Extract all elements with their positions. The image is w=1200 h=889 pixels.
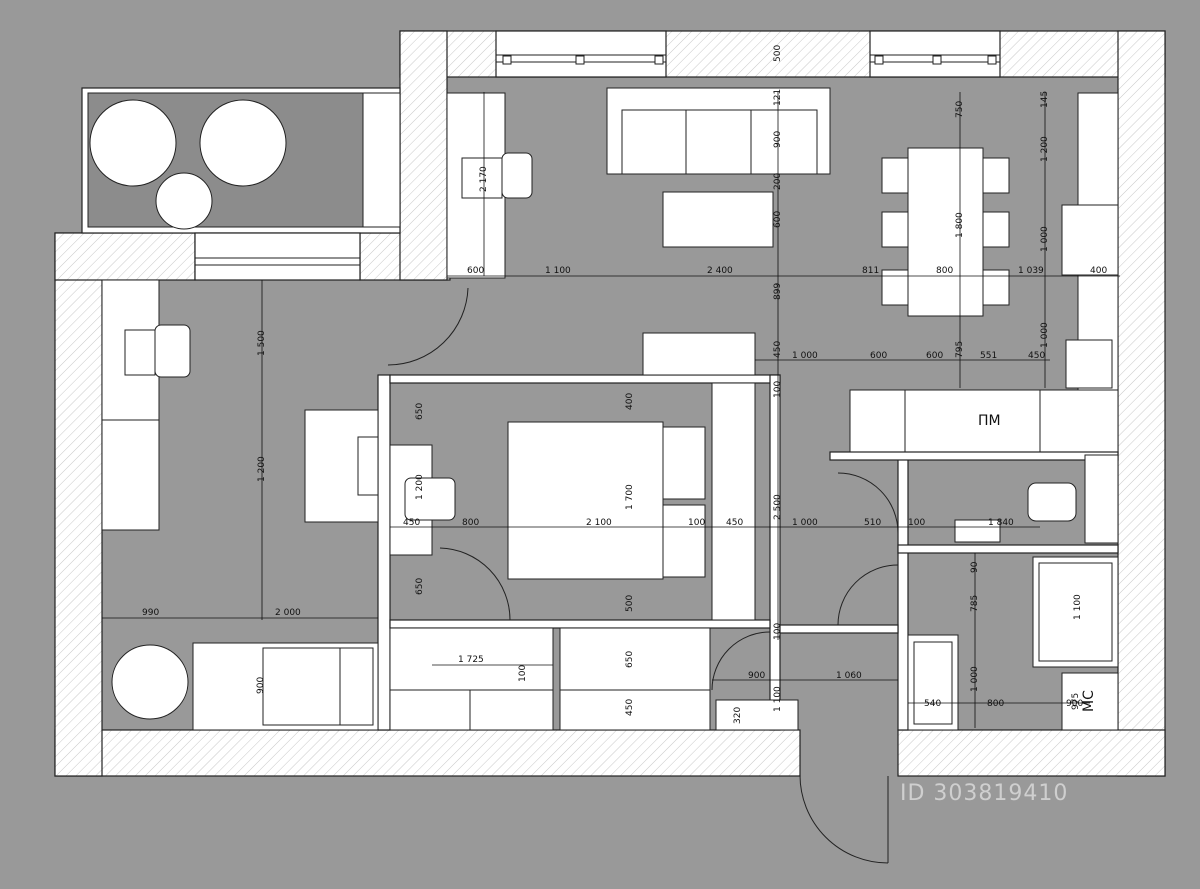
dim-label: 1 200 (415, 474, 425, 500)
dim-label: 2 500 (773, 494, 783, 520)
dim-label: 1 000 (792, 518, 818, 528)
exterior-walls (54, 30, 1166, 777)
dim-label: 1 100 (1073, 594, 1083, 620)
dim-label: 1 060 (836, 671, 862, 681)
dim-label: 551 (980, 351, 997, 361)
dim-label: 899 (773, 283, 783, 300)
dim-label: 900 (1066, 699, 1083, 709)
dim-label: 900 (748, 671, 765, 681)
dim-label: 600 (467, 266, 484, 276)
dim-label: 811 (862, 266, 879, 276)
bedroom-furniture (389, 332, 799, 731)
dim-label: 1 840 (988, 518, 1014, 528)
balcony (81, 87, 401, 281)
watermark: ID 303819410 (900, 781, 1068, 806)
dim-label: 650 (625, 651, 635, 668)
dim-label: 100 (773, 623, 783, 640)
dim-label: 1 200 (1040, 136, 1050, 162)
fridge-mark: ПМ (978, 413, 1001, 429)
dim-label: 600 (870, 351, 887, 361)
dim-label: 100 (773, 381, 783, 398)
dim-label: 510 (864, 518, 881, 528)
dim-label: 400 (1090, 266, 1107, 276)
door-swings (387, 287, 899, 864)
dim-label: 200 (773, 173, 783, 190)
dimension-labels: 500 121 900 200 600 750 145 1 200 1 000 … (142, 45, 1107, 724)
dim-label: 100 (688, 518, 705, 528)
dim-label: 2 170 (479, 166, 489, 192)
dim-label: 2 000 (275, 608, 301, 618)
dim-label: 2 400 (707, 266, 733, 276)
dim-label: 450 (726, 518, 743, 528)
dim-label: 650 (415, 578, 425, 595)
dim-label: 100 (518, 665, 528, 682)
interior-walls (377, 374, 1119, 731)
dim-label: 1 725 (458, 655, 484, 665)
dim-label: 1 000 (1040, 322, 1050, 348)
dim-label: 1 100 (773, 686, 783, 712)
dim-label: 400 (625, 393, 635, 410)
left-room-furniture (101, 279, 379, 731)
living-furniture: ПМ (446, 87, 1119, 453)
dim-label: 450 (1028, 351, 1045, 361)
dim-label: 500 (625, 595, 635, 612)
dim-label: 90 (970, 561, 980, 573)
dim-label: 900 (773, 131, 783, 148)
dimension-lines (102, 92, 1120, 728)
dim-label: 500 (773, 45, 783, 62)
dim-label: 1 000 (1040, 226, 1050, 252)
dim-label: 800 (987, 699, 1004, 709)
bathroom-fixtures: МС (907, 482, 1119, 731)
dim-label: 121 (773, 89, 783, 106)
dim-label: 1 800 (955, 212, 965, 238)
dim-label: 1 500 (257, 330, 267, 356)
dim-label: 320 (733, 707, 743, 724)
dim-label: 600 (773, 211, 783, 228)
washer-mark: МС (1081, 690, 1097, 712)
dim-label: 1 700 (625, 484, 635, 510)
dim-label: 100 (908, 518, 925, 528)
dim-label: 540 (924, 699, 941, 709)
dim-label: 1 039 (1018, 266, 1044, 276)
dim-label: 600 (926, 351, 943, 361)
dim-label: 990 (142, 608, 159, 618)
dim-label: 450 (625, 699, 635, 716)
dim-label: 1 000 (792, 351, 818, 361)
dim-label: 800 (936, 266, 953, 276)
dim-label: 785 (970, 595, 980, 612)
dim-label: 145 (1040, 91, 1050, 108)
dim-label: 1 100 (545, 266, 571, 276)
dim-label: 800 (462, 518, 479, 528)
dim-label: 450 (773, 341, 783, 358)
dim-label: 1 200 (257, 456, 267, 482)
dim-label: 750 (955, 101, 965, 118)
dim-label: 900 (256, 677, 266, 694)
dim-label: 2 100 (586, 518, 612, 528)
dim-label: 450 (403, 518, 420, 528)
dim-label: 795 (955, 341, 965, 358)
dim-label: 650 (415, 403, 425, 420)
dim-label: 1 000 (970, 666, 980, 692)
top-windows (495, 30, 1001, 78)
dim-label: 975 (1071, 693, 1081, 710)
